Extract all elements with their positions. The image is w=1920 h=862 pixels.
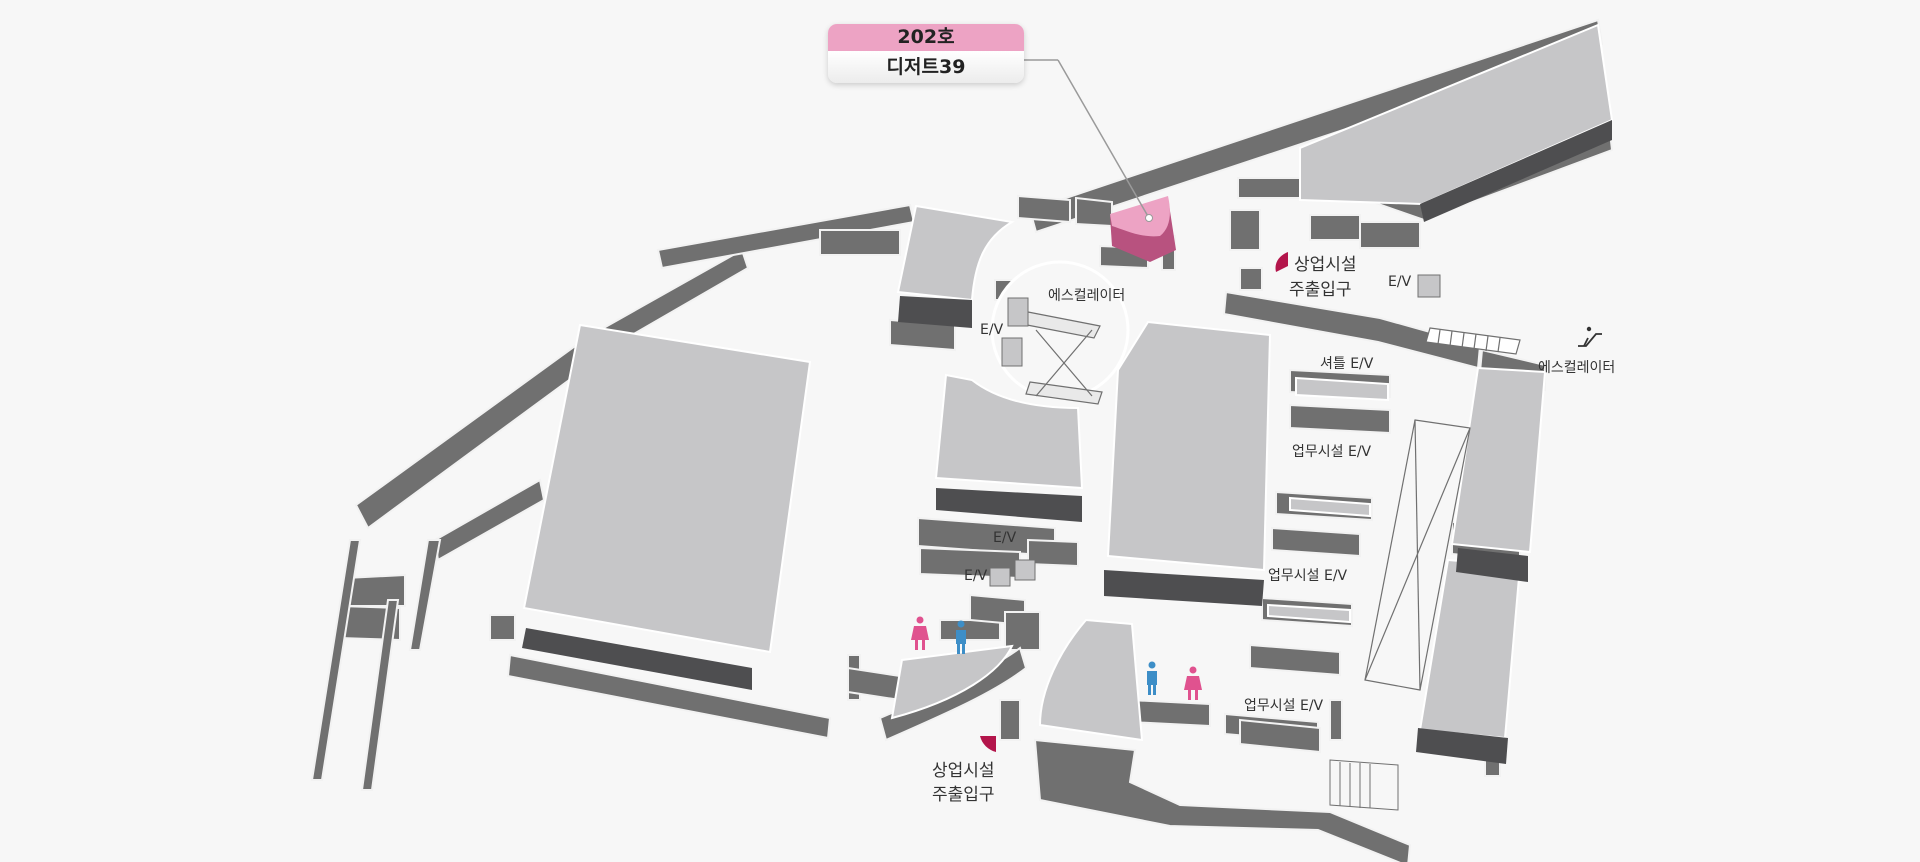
elevator-boxes [989,274,1441,587]
stairs-south [1329,759,1399,811]
male-restroom-icon [1147,661,1157,695]
highlighted-store-202[interactable] [1110,196,1176,262]
store-unit-number: 202호 [828,24,1024,51]
ev-label-left: E/V [964,568,988,584]
entrance-north-label-line2: 주출입구 [1289,280,1352,300]
store-name: 디저트39 [828,51,1024,83]
entrance-marker-icon [1275,252,1288,272]
entrance-marker-icon [980,736,996,752]
female-restroom-icon [1184,666,1202,700]
store-callout[interactable]: 202호 디저트39 [828,24,1024,83]
escalator-icon [1578,326,1602,347]
office-ev-label-3: 업무시설 E/V [1244,698,1324,714]
shaded-faces [522,120,1612,764]
escalator-hall [990,260,1130,405]
buildings [522,23,1614,742]
map-labels: 에스컬레이터 에스컬레이터 E/V E/V E/V E/V 셔틀 E/V 업무시… [932,255,1615,805]
female-restroom-icon [911,616,929,650]
escalator-label-top: 에스컬레이터 [1048,288,1125,304]
entrance-south-label-line2: 주출입구 [932,785,995,805]
office-ev-label-1: 업무시설 E/V [1292,444,1372,460]
entrance-south-label-line1: 상업시설 [932,761,995,781]
entrance-north-label-line1: 상업시설 [1294,255,1357,275]
escalator-east [1364,327,1521,691]
office-ev-label-2: 업무시설 E/V [1268,568,1348,584]
shuttle-ev-label: 셔틀 E/V [1320,356,1374,372]
male-restroom-icon [956,620,966,654]
ev-label-mid: E/V [993,530,1017,546]
ev-label-center: E/V [980,322,1004,338]
store-location-dot [1145,214,1153,222]
escalator-label-east: 에스컬레이터 [1538,360,1615,376]
callout-leader-line-diagonal [1057,59,1150,219]
ev-label-northeast: E/V [1388,274,1412,290]
